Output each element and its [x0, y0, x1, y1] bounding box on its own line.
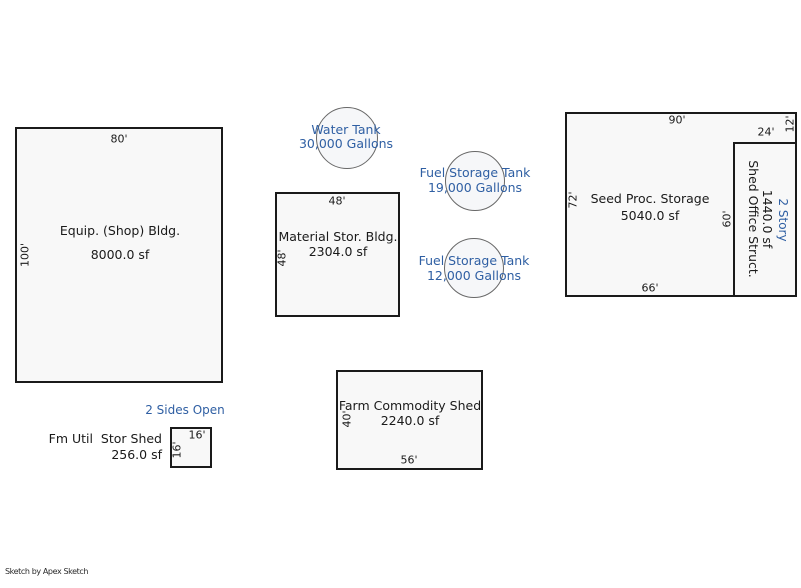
seed-proc-dim-bottom: 66' [641, 281, 659, 295]
seed-proc-building-outline [565, 112, 797, 297]
material-stor-area: 2304.0 sf [308, 243, 368, 259]
shed-office-name: Shed Office Struct. [746, 160, 762, 278]
farm-commodity-name: Farm Commodity Shed [338, 397, 482, 413]
seed-proc-name: Seed Proc. Storage [590, 190, 710, 206]
fm-util-dim-left: 16' [170, 441, 184, 459]
shed-office-dim-top: 24' [757, 125, 775, 139]
equip-shop-building-outline [15, 127, 223, 383]
apex-sketch-credit: Sketch by Apex Sketch [5, 567, 89, 576]
seed-proc-dim-top: 90' [668, 113, 686, 127]
farm-commodity-building-outline [336, 370, 483, 470]
water-tank-name: Water Tank [311, 121, 381, 137]
farm-commodity-dim-left: 40' [340, 410, 354, 428]
seed-proc-dim-left: 72' [566, 191, 580, 209]
shed-office-dim-inner: 60' [720, 210, 734, 228]
shed-office-area: 1440.0 sf [760, 189, 776, 249]
material-stor-name: Material Stor. Bldg. [278, 228, 398, 244]
shed-office-partition-horizontal [733, 142, 795, 144]
equip-shop-dim-left: 100' [18, 242, 32, 268]
farm-commodity-dim-bottom: 56' [400, 453, 418, 467]
fuel-tank-19k-name: Fuel Storage Tank [419, 164, 531, 180]
material-stor-dim-top: 48' [328, 194, 346, 208]
water-tank-capacity: 30,000 Gallons [298, 135, 394, 151]
fuel-tank-12k-name: Fuel Storage Tank [418, 252, 530, 268]
seed-proc-area: 5040.0 sf [620, 207, 680, 223]
equip-shop-area: 8000.0 sf [90, 246, 150, 262]
fm-util-sides-open-note: 2 Sides Open [145, 403, 225, 418]
fuel-tank-19k-capacity: 19,000 Gallons [427, 179, 523, 195]
fm-util-name: Fm Util Stor Shed [48, 430, 162, 446]
equip-shop-dim-top: 80' [110, 132, 128, 146]
fuel-tank-19k-circle [445, 151, 505, 211]
fuel-tank-12k-circle [444, 238, 504, 298]
shed-office-dim-right: 12' [783, 115, 797, 133]
water-tank-circle [316, 107, 378, 169]
fm-util-dim-top: 16' [188, 428, 206, 442]
shed-office-partition-vertical [733, 142, 735, 295]
fm-util-building-outline [170, 427, 212, 468]
farm-commodity-area: 2240.0 sf [380, 412, 440, 428]
fuel-tank-12k-capacity: 12,000 Gallons [426, 267, 522, 283]
fm-util-area: 256.0 sf [111, 446, 162, 462]
shed-office-story-note: 2 Story [775, 198, 790, 242]
material-stor-dim-left: 48' [275, 249, 289, 267]
material-stor-building-outline [275, 192, 400, 317]
equip-shop-name: Equip. (Shop) Bldg. [59, 222, 181, 238]
